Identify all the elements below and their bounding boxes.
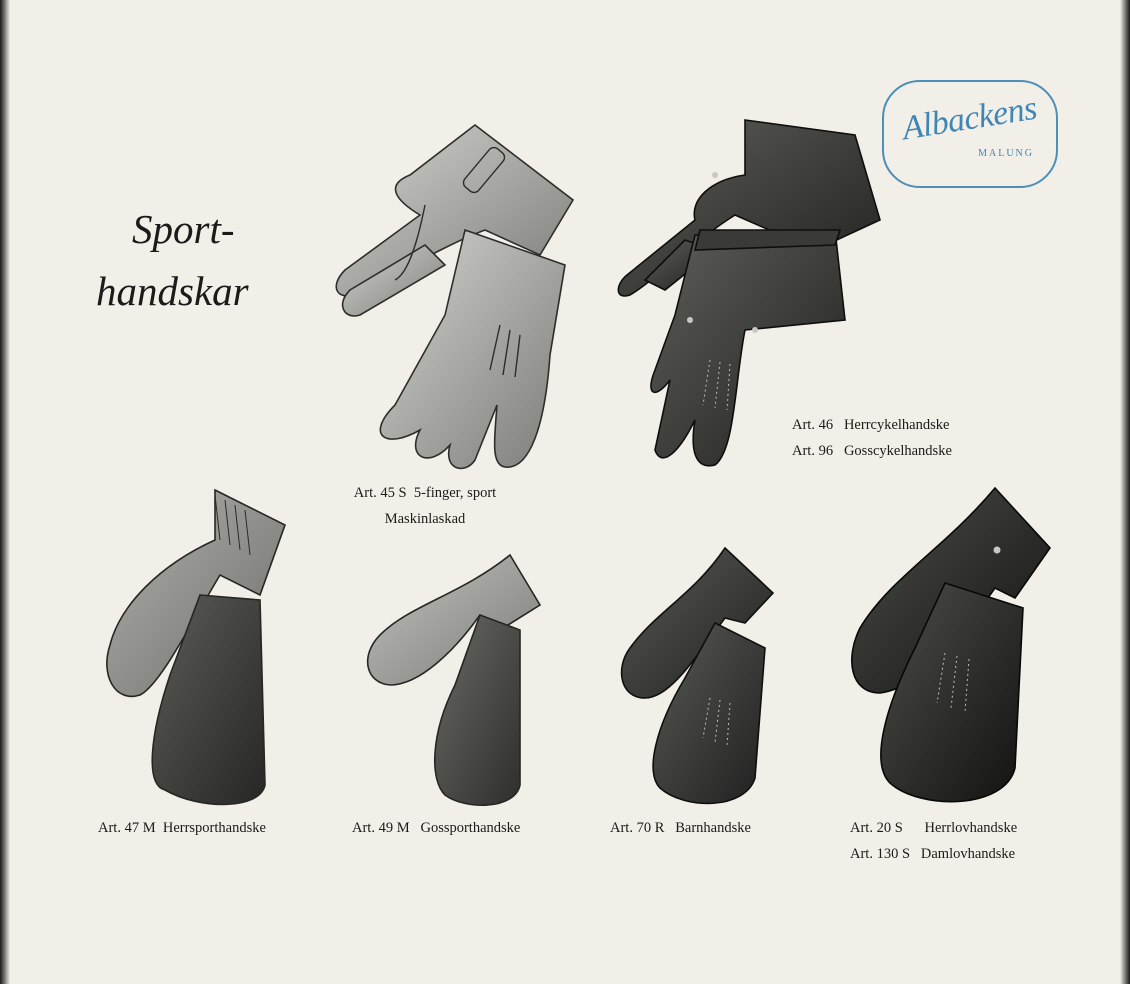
caption-line: Art. 70 R Barnhandske xyxy=(610,820,751,836)
page-edge-left xyxy=(0,0,10,984)
caption-art-70: Art. 70 R Barnhandske xyxy=(610,815,751,841)
glove-icon xyxy=(617,119,881,467)
caption-line: Art. 46 Herrcykelhandske xyxy=(792,417,950,433)
caption-art-20: Art. 20 S Herrlovhandske Art. 130 S Daml… xyxy=(850,815,1017,867)
mitten-icon xyxy=(620,546,775,805)
caption-line: Art. 45 S 5-finger, sport xyxy=(353,485,497,501)
caption-line: Art. 47 M Herrsporthandske xyxy=(98,820,266,836)
caption-line: Maskinlaskad xyxy=(384,511,466,527)
caption-line: Art. 20 S Herrlovhandske xyxy=(850,820,1018,836)
title-line-2: handskar xyxy=(96,268,249,314)
caption-line: Art. 96 Gosscykelhandske xyxy=(792,443,952,459)
caption-line: Art. 130 S Damlovhandske xyxy=(850,846,1016,862)
brand-logo: Albackens MALUNG xyxy=(882,80,1058,188)
glove-icon xyxy=(335,123,575,470)
logo-town: MALUNG xyxy=(978,148,1034,159)
caption-line: Art. 49 M Gossporthandske xyxy=(352,820,521,836)
page-edge-right xyxy=(1120,0,1130,984)
caption-art-47: Art. 47 M Herrsporthandske xyxy=(98,815,266,841)
page-title: Sport- handskar xyxy=(96,198,249,322)
caption-art-45: Art. 45 S 5-finger, sport Maskinlaskad xyxy=(340,480,510,532)
caption-art-46: Art. 46 Herrcykelhandske Art. 96 Gosscyk… xyxy=(792,412,952,464)
mitten-icon xyxy=(106,488,286,806)
title-line-1: Sport- xyxy=(132,206,235,252)
mitten-icon xyxy=(366,553,542,807)
logo-brand: Albackens xyxy=(899,89,1040,148)
mitten-icon xyxy=(851,486,1052,803)
caption-art-49: Art. 49 M Gossporthandske xyxy=(352,815,520,841)
